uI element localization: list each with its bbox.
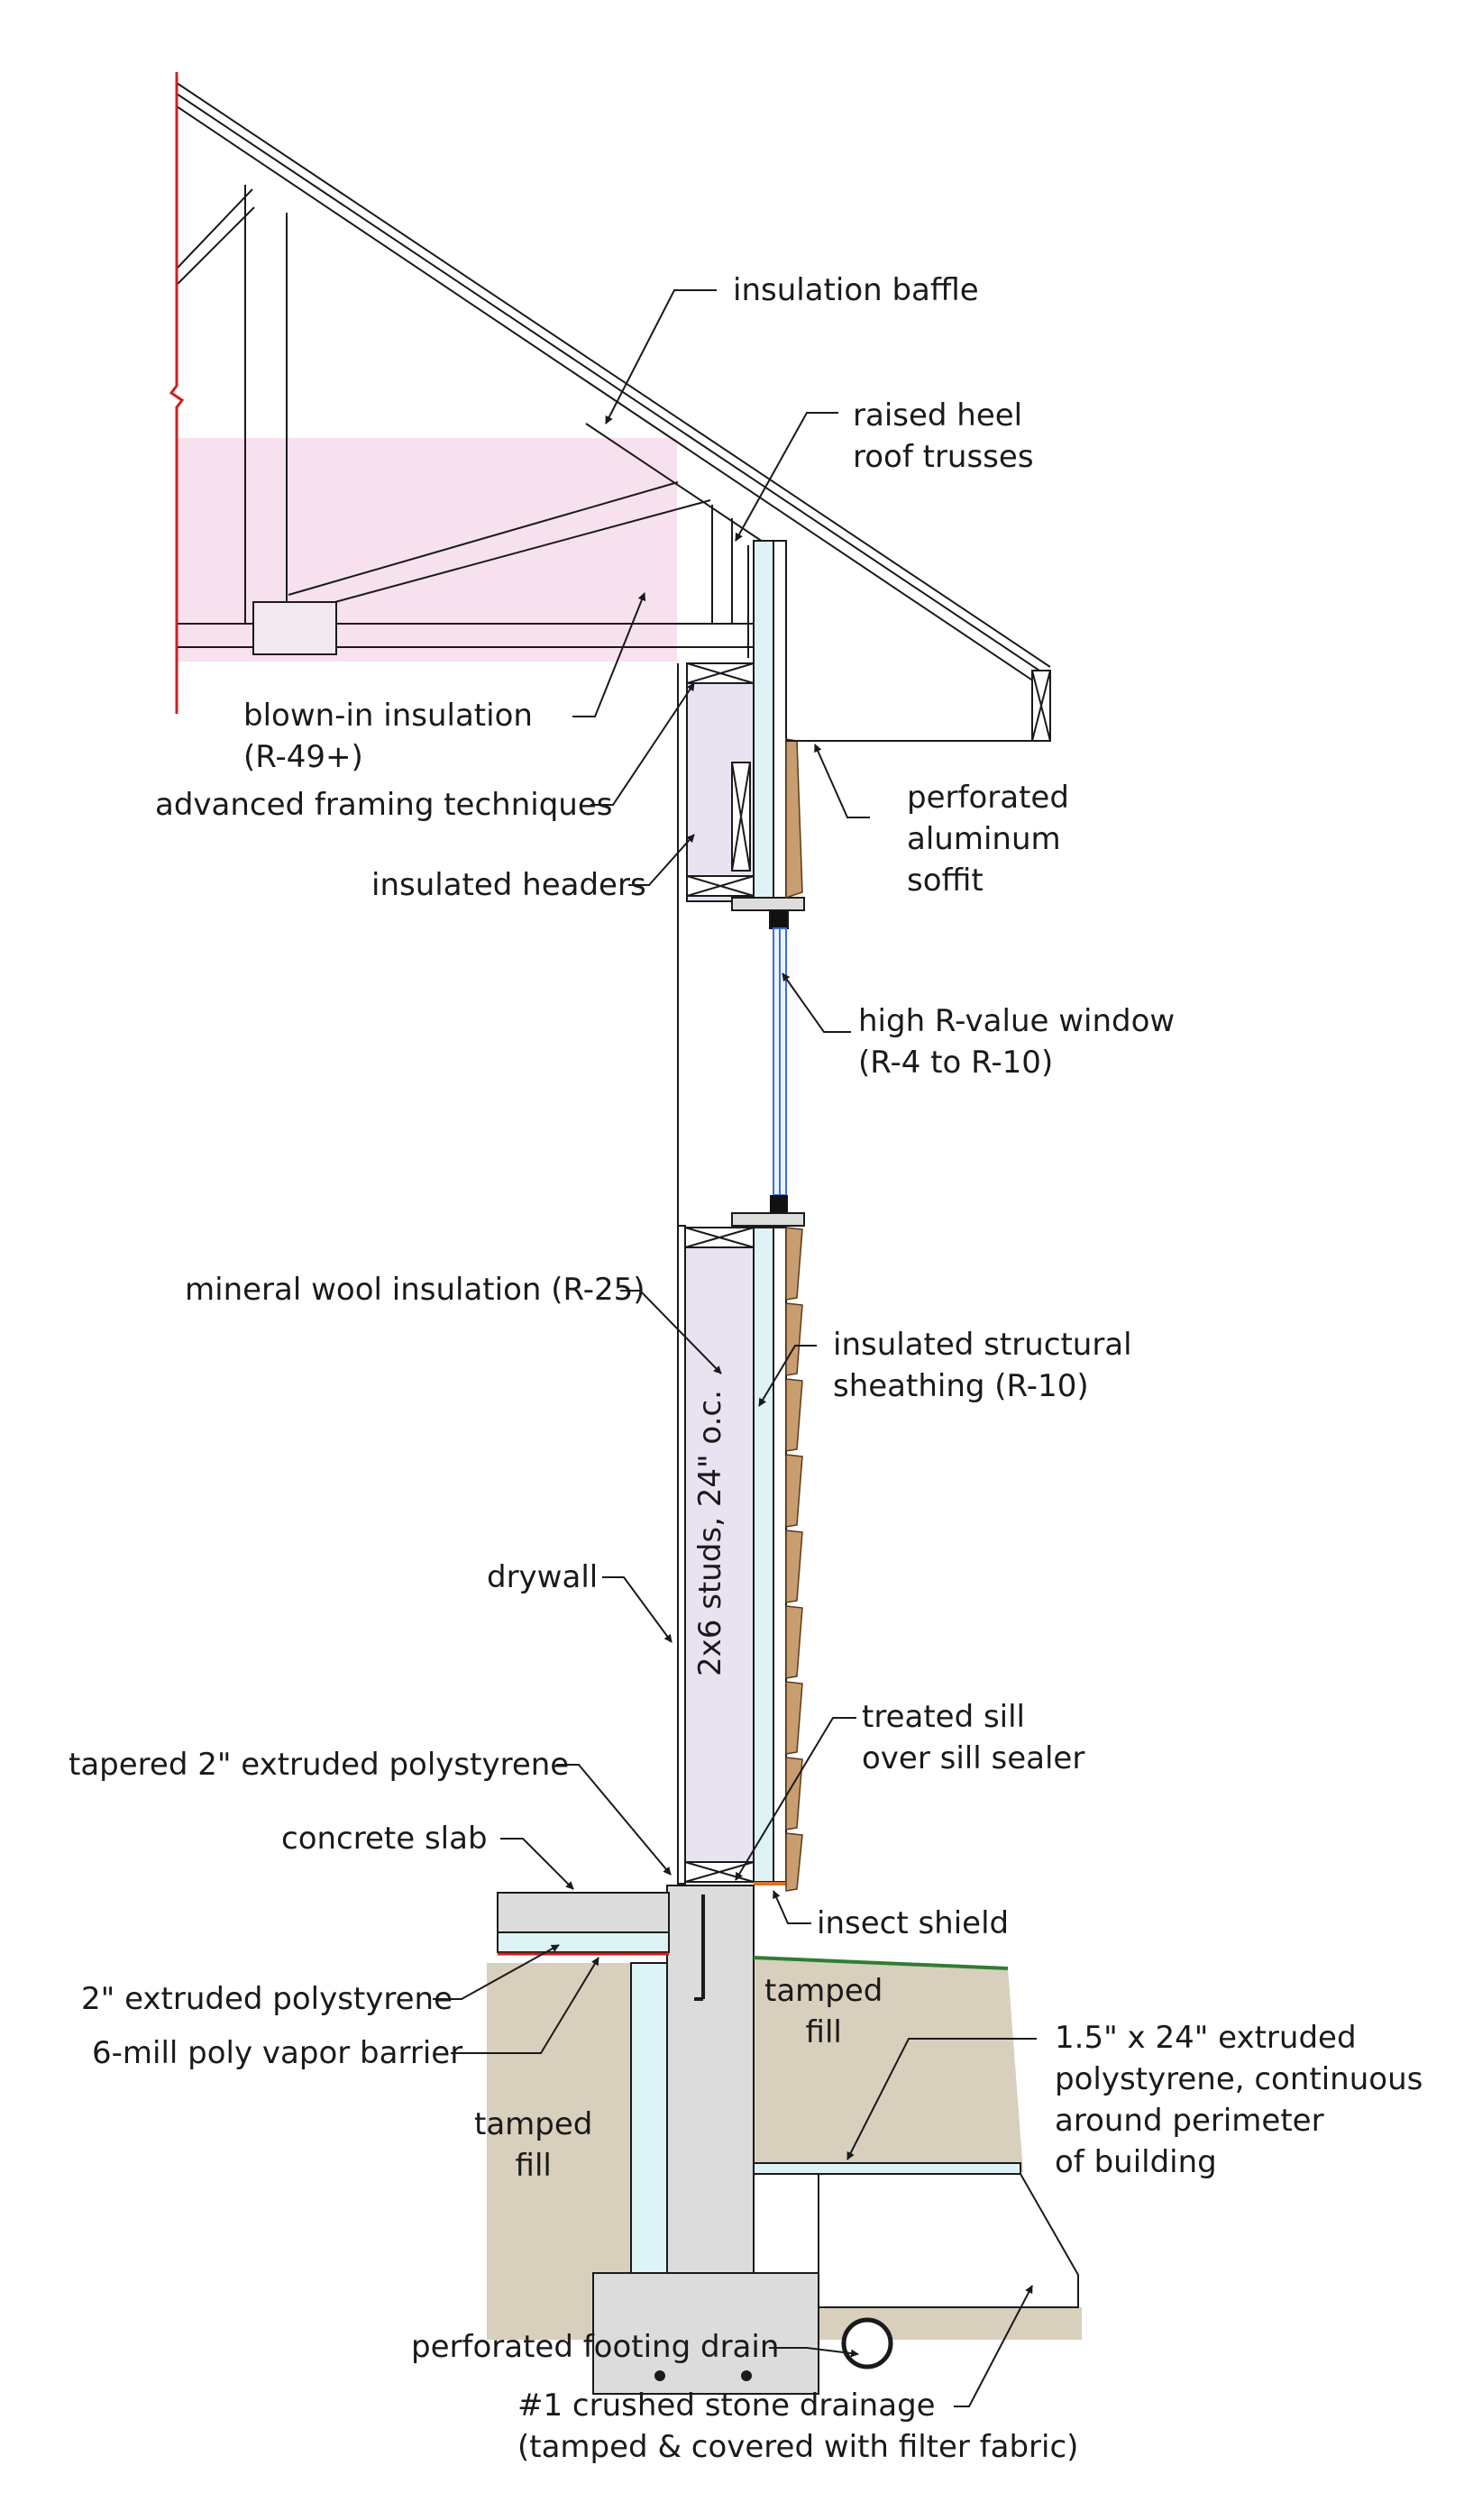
grade-line xyxy=(753,1956,1009,1970)
label-line: insulated structural xyxy=(833,1327,1132,1363)
label-line: polystyrene, continuous xyxy=(1055,2061,1423,2097)
label-blown-in-insulation: blown-in insulation (R-49+) xyxy=(243,695,533,778)
label-xps-2in: 2" extruded polystyrene xyxy=(81,1981,453,2017)
label-insulation-baffle: insulation baffle xyxy=(733,272,979,308)
attic-insulation xyxy=(177,438,677,662)
label-line: (R-4 to R-10) xyxy=(858,1045,1054,1081)
label-line: tamped xyxy=(764,1973,883,2009)
label-line: perforated xyxy=(907,780,1069,816)
label-line: over sill sealer xyxy=(862,1740,1085,1776)
label-window: high R-value window (R-4 to R-10) xyxy=(858,1000,1175,1083)
label-line: treated sill xyxy=(862,1699,1026,1735)
upper-wall xyxy=(677,540,805,1228)
label-raised-heel-trusses: raised heel roof trusses xyxy=(853,395,1034,478)
label-crushed-stone: #1 crushed stone drainage (tamped & cove… xyxy=(517,2385,1078,2468)
label-tapered-xps: tapered 2" extruded polystyrene xyxy=(69,1747,570,1783)
label-tamped-fill-left: tamped fill xyxy=(474,2104,592,2187)
label-studs: 2x6 studs, 24" o.c. xyxy=(692,1390,728,1676)
label-treated-sill: treated sill over sill sealer xyxy=(862,1696,1084,1779)
label-sheathing: insulated structural sheathing (R-10) xyxy=(833,1324,1132,1407)
label-line: raised heel xyxy=(853,397,1023,434)
label-line: #1 crushed stone drainage xyxy=(517,2388,936,2424)
label-line: tamped xyxy=(474,2106,593,2142)
label-footing-drain: perforated footing drain xyxy=(411,2329,780,2365)
label-concrete-slab: concrete slab xyxy=(281,1821,488,1857)
label-line: (R-49+) xyxy=(243,739,363,775)
siding-lower xyxy=(785,1227,803,1892)
label-line: around perimeter xyxy=(1055,2103,1324,2139)
label-line: sheathing (R-10) xyxy=(833,1368,1089,1404)
label-line: high R-value window xyxy=(858,1003,1176,1039)
leader-lines xyxy=(433,289,1037,2407)
label-drywall: drywall xyxy=(487,1559,599,1595)
label-perimeter-xps: 1.5" x 24" extruded polystyrene, continu… xyxy=(1055,2017,1423,2183)
label-line: (tamped & covered with filter fabric) xyxy=(517,2429,1079,2465)
label-vapor-barrier: 6-mill poly vapor barrier xyxy=(92,2035,463,2071)
label-insulated-headers: insulated headers xyxy=(371,867,646,903)
label-line: blown-in insulation xyxy=(243,698,533,734)
label-mineral-wool: mineral wool insulation (R-25) xyxy=(185,1272,645,1308)
label-line: roof trusses xyxy=(853,439,1034,475)
foundation xyxy=(497,1885,1079,2395)
break-line xyxy=(169,72,185,714)
label-line: fill xyxy=(805,2014,842,2050)
label-advanced-framing: advanced framing techniques xyxy=(155,787,613,823)
label-line: fill xyxy=(515,2148,552,2184)
label-line: 1.5" x 24" extruded xyxy=(1055,2020,1357,2056)
label-line: aluminum xyxy=(907,821,1061,857)
lower-wall xyxy=(677,1225,787,1885)
label-soffit: perforated aluminum soffit xyxy=(907,777,1069,901)
label-tamped-fill-right: tamped fill xyxy=(764,1970,883,2053)
window xyxy=(731,927,805,1227)
siding-upper xyxy=(785,738,803,899)
label-line: soffit xyxy=(907,863,984,899)
label-insect-shield: insect shield xyxy=(817,1905,1010,1941)
label-line: of building xyxy=(1055,2144,1217,2180)
